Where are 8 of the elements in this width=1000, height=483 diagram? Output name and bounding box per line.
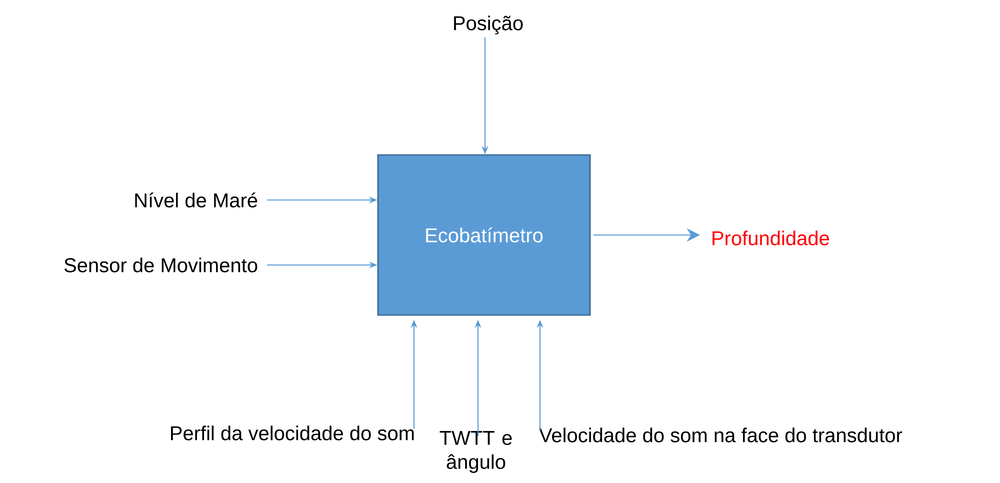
input-label: Nível de Maré <box>135 192 258 208</box>
input-label: Velocidade do som na face do transdutor <box>539 428 902 442</box>
input-label: TWTT e ângulo <box>440 431 512 473</box>
input-label: Perfil da velocidade do som <box>171 426 414 440</box>
process-box: Ecobatímetro <box>377 154 591 316</box>
input-label: Posição <box>454 16 523 34</box>
output-label: Profundidade <box>712 230 829 246</box>
input-label: Sensor de Movimento <box>64 258 258 272</box>
